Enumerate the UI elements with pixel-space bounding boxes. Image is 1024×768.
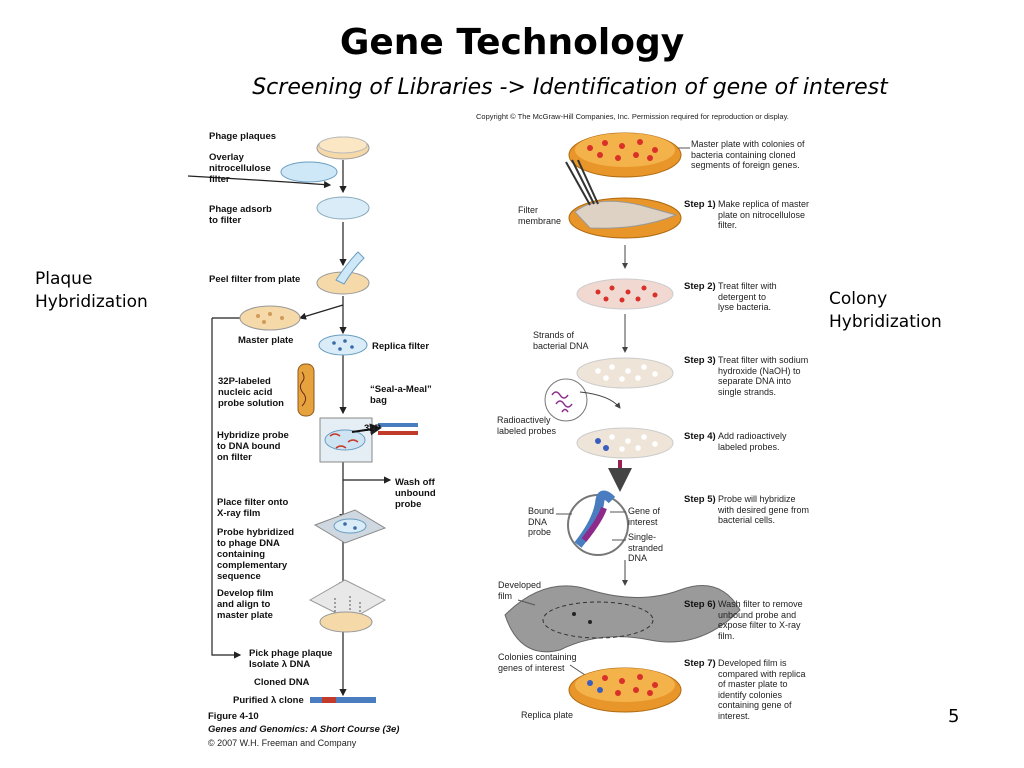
master-plate-colonies: [568, 132, 682, 178]
step7-num: Step 7): [684, 658, 716, 669]
step-probe-hybridized: Probe hybridized to phage DNA containing…: [217, 527, 295, 582]
step2-num: Step 2): [684, 281, 716, 292]
probe-duplex-icon: [378, 423, 418, 435]
probes-circle-icon: [544, 378, 588, 422]
step3-text: Treat filter with sodium hydroxide (NaOH…: [718, 355, 809, 397]
label-cloned-dna: Cloned DNA: [254, 677, 310, 688]
plaque-hybridization-label: Plaque Hybridization: [35, 269, 148, 312]
filter-membrane-dish: [565, 159, 682, 239]
lysed-filter: [576, 278, 674, 310]
slide-title: Gene Technology: [339, 22, 685, 63]
step-develop-film: Develop film and align to master plate: [217, 588, 274, 621]
label-32p: 32P: [364, 423, 381, 434]
slide-subtitle: Screening of Libraries -> Identification…: [252, 75, 888, 100]
step4-num: Step 4): [684, 431, 716, 442]
label-probe-solution: 32P-labeled nucleic acid probe solution: [218, 376, 284, 409]
hybridization-magnified: [567, 490, 629, 556]
label-strands: Strands of bacterial DNA: [533, 330, 589, 351]
label-gene-of-interest: Gene of interest: [628, 506, 661, 527]
developed-film-align: [308, 579, 387, 633]
step-phage-adsorb: Phage adsorb to filter: [209, 204, 272, 226]
mcgraw-copyright: Copyright © The McGraw-Hill Companies, I…: [476, 112, 789, 121]
step6-text: Wash filter to remove unbound probe and …: [718, 599, 803, 641]
purified-clone-bar: [310, 697, 376, 703]
master-plate-dish: [239, 305, 301, 331]
label-replica-filter: Replica filter: [372, 341, 430, 352]
colony-hybridization-label: Colony Hybridization: [829, 289, 942, 332]
replica-filter: [318, 334, 368, 356]
master-plate-note: Master plate with colonies of bacteria c…: [691, 139, 805, 170]
probed-filter: [576, 427, 674, 459]
phage-plaque-dish: [316, 136, 370, 160]
label-seal-a-meal: “Seal-a-Meal” bag: [370, 384, 432, 406]
figure-book: Genes and Genomics: A Short Course (3e): [208, 724, 400, 735]
step1-text: Make replica of master plate on nitrocel…: [718, 199, 810, 230]
label-developed-film: Developed film: [498, 580, 542, 601]
denatured-dna-filter: [576, 357, 674, 389]
figure-number: Figure 4-10: [208, 711, 259, 722]
label-bound-probe: Bound DNA probe: [528, 506, 555, 537]
label-replica-plate: Replica plate: [521, 710, 574, 720]
label-probes: Radioactively labeled probes: [497, 415, 557, 436]
figure-copyright: © 2007 W.H. Freeman and Company: [208, 738, 357, 748]
nitrocellulose-filter: [280, 161, 338, 183]
step-pick-plaque: Pick phage plaque Isolate λ DNA: [249, 648, 333, 670]
step3-num: Step 3): [684, 355, 716, 366]
step1-num: Step 1): [684, 199, 716, 210]
replica-plate: [568, 667, 682, 713]
developed-film-sheet: [504, 585, 741, 653]
step-place-filter: Place filter onto X-ray film: [217, 497, 289, 519]
step5-num: Step 5): [684, 494, 716, 505]
step2-text: Treat filter with detergent to lyse bact…: [718, 281, 777, 312]
step5-text: Probe will hybridize with desired gene f…: [718, 494, 810, 525]
step-overlay-filter: Overlay nitrocellulose filter: [209, 152, 271, 185]
label-purified-clone: Purified λ clone: [233, 695, 304, 706]
probe-tube: [297, 363, 315, 417]
step4-text: Add radioactively labeled probes.: [718, 431, 787, 452]
seal-a-meal-bag: [319, 417, 382, 463]
xray-film: [313, 509, 387, 544]
label-master-plate: Master plate: [238, 335, 294, 346]
label-colonies: Colonies containing genes of interest: [498, 652, 577, 673]
label-filter-membrane: Filter membrane: [518, 205, 562, 226]
step7-text: Developed film is compared with replica …: [718, 658, 806, 721]
step6-num: Step 6): [684, 599, 716, 610]
label-single-stranded: Single- stranded DNA: [628, 532, 664, 563]
step-wash-off: Wash off unbound probe: [395, 477, 436, 510]
page-number: 5: [948, 706, 960, 727]
step-phage-plaques: Phage plaques: [209, 131, 277, 142]
step-hybridize-probe: Hybridize probe to DNA bound on filter: [217, 430, 289, 463]
step-peel-filter: Peel filter from plate: [209, 274, 301, 285]
